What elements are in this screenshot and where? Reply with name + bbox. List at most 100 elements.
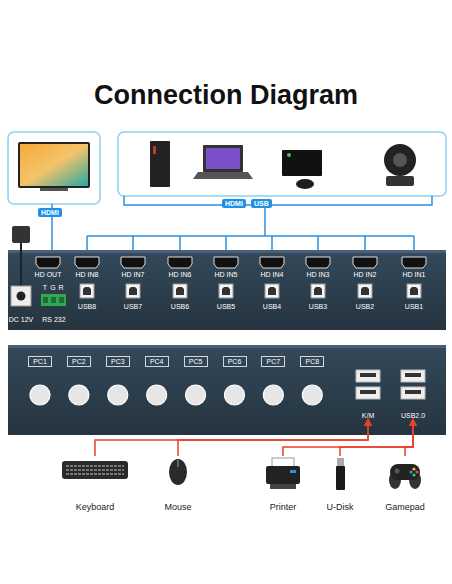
port-label: HD IN8 [75, 271, 100, 278]
node-text: USB3 [309, 303, 327, 310]
node-text: PC2 [71, 358, 87, 365]
console-light [287, 153, 291, 157]
node-text: HD OUT [35, 271, 62, 278]
port-label: USB2 [355, 303, 375, 310]
hdmi-port [75, 257, 99, 268]
node-text: USB2.0 [401, 412, 425, 419]
usb-b-socket [314, 287, 322, 295]
node-text: HD IN7 [122, 271, 145, 278]
select-button [30, 385, 50, 405]
select-button [302, 385, 322, 405]
node-text: HD IN8 [76, 271, 99, 278]
node-text: PC4 [149, 358, 165, 365]
gamepad-stick [395, 469, 400, 474]
pc-select-label: PC7 [261, 356, 285, 367]
device: Keyboard [60, 456, 130, 512]
hdmi-port [36, 257, 60, 268]
select-button [69, 385, 89, 405]
tv-bezel [18, 142, 90, 188]
node-text: Mouse [164, 502, 191, 512]
node-text: HD IN2 [354, 271, 377, 278]
node-text: HD IN1 [403, 271, 426, 278]
printer-icon [266, 466, 300, 484]
hdmi-port [353, 257, 377, 268]
node-text: HD IN6 [169, 271, 192, 278]
usb-b-socket [268, 287, 276, 295]
device: U-Disk [320, 456, 360, 512]
usb-b-port [80, 284, 94, 298]
node-text: K/M [362, 412, 374, 419]
hdmi-port [306, 257, 330, 268]
node-text: USB5 [217, 303, 235, 310]
usb-a-tongue [360, 390, 376, 394]
usb-a-port [356, 387, 380, 399]
gamepad-icon [390, 464, 420, 480]
node-text: HD IN3 [307, 271, 330, 278]
terminal-pin [59, 297, 64, 303]
printer-panel [290, 470, 296, 473]
mouse-wheel [177, 460, 179, 467]
node-text: Printer [270, 502, 297, 512]
printer-tray [270, 484, 296, 489]
pc-select-label: PC5 [184, 356, 208, 367]
power-adapter [12, 226, 30, 243]
usb-b-port [265, 284, 279, 298]
port-label: HD IN3 [306, 271, 331, 278]
usb-b-port [311, 284, 325, 298]
laptop-base [193, 172, 253, 179]
dc-jack-hole [17, 292, 26, 301]
gamepad-button [412, 467, 415, 470]
hdmi-port [402, 257, 426, 268]
port-label: HD IN7 [121, 271, 146, 278]
pc-select-label: PC2 [67, 356, 91, 367]
pc-select-label: PC4 [145, 356, 169, 367]
select-button [108, 385, 128, 405]
node-text: RS 232 [42, 316, 65, 323]
port-label: HD IN2 [353, 271, 378, 278]
select-button [263, 385, 283, 405]
port-label: USB3 [308, 303, 328, 310]
node-text: USB2 [356, 303, 374, 310]
node-text: PC8 [304, 358, 320, 365]
port-label: HD IN1 [402, 271, 427, 278]
usb-b-socket [83, 287, 91, 295]
port-label: K/M [361, 412, 375, 419]
port-label: HD OUT [34, 271, 63, 278]
node-text: PC6 [227, 358, 243, 365]
rear-panel [8, 250, 446, 330]
pin-label: R [58, 284, 63, 291]
signal-tag: HDMI [222, 199, 246, 208]
node-text: HD IN5 [215, 271, 238, 278]
front-panel-edge [8, 345, 446, 348]
gamepad-button [409, 470, 412, 473]
usb-a-tongue [405, 390, 421, 394]
udisk-plug [337, 458, 344, 467]
terminal-pin [43, 297, 48, 303]
terminal-pin [51, 297, 56, 303]
laptop-display [206, 148, 240, 169]
select-button [147, 385, 167, 405]
gamepad-button [412, 473, 415, 476]
port-label: USB2.0 [400, 412, 426, 419]
rear-ports [36, 257, 426, 298]
pin-label: G [50, 284, 55, 291]
usb-a-port [401, 387, 425, 399]
device: Gamepad [383, 456, 427, 512]
node-text: USB6 [171, 303, 189, 310]
device: Mouse [158, 456, 198, 512]
usb-b-socket [410, 287, 418, 295]
port-label: USB5 [216, 303, 236, 310]
console [282, 150, 322, 176]
node-text: PC5 [188, 358, 204, 365]
dc-jack [11, 286, 31, 306]
serial-label: RS 232 [41, 316, 66, 323]
node-text: PC1 [32, 358, 48, 365]
usb-connector [405, 419, 413, 456]
laptop-screen [203, 145, 243, 172]
port-label: HD IN4 [260, 271, 285, 278]
console-pad [296, 179, 314, 189]
hdmi-port [214, 257, 238, 268]
usb-b-socket [222, 287, 230, 295]
usb-connector [95, 419, 368, 456]
